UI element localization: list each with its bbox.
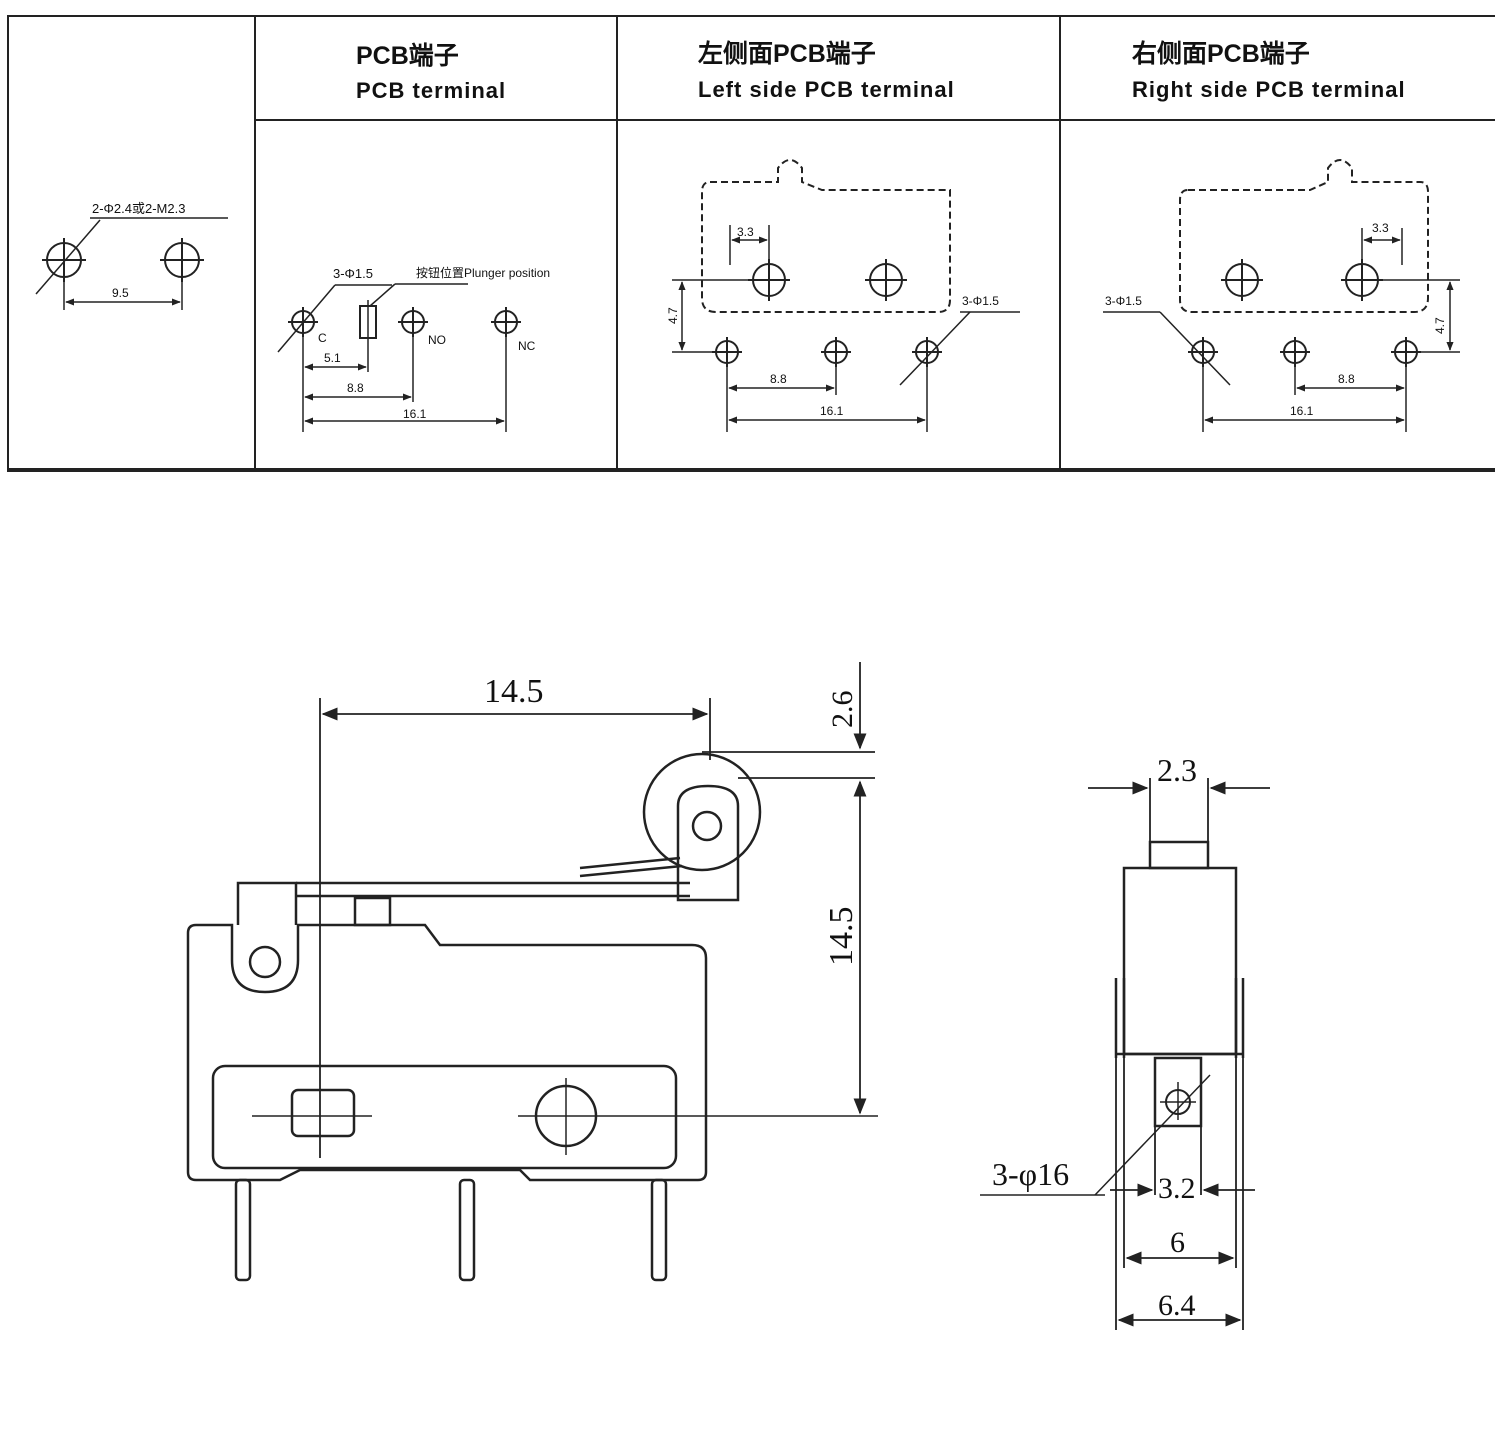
plunger-position-label: 按钮位置Plunger position	[416, 265, 550, 280]
header-pcb-en: PCB terminal	[356, 78, 506, 103]
pcb-dim-b: 8.8	[347, 381, 364, 395]
side-holes-label: 3-φ16	[992, 1156, 1069, 1192]
side-dim-b: 6	[1170, 1226, 1185, 1259]
pin-c-label: C	[318, 331, 327, 345]
mounting-holes-label: 2-Φ2.4或2-M2.3	[92, 201, 185, 216]
side-dim-top: 2.3	[1157, 752, 1197, 788]
left-dim-b: 16.1	[820, 404, 844, 418]
switch-side-view	[980, 778, 1270, 1330]
right-dim-height: 4.7	[1433, 317, 1447, 334]
left-holes-label: 3-Φ1.5	[962, 294, 999, 308]
pcb-dim-c: 16.1	[403, 407, 427, 421]
header-right-cn: 右侧面PCB端子	[1132, 39, 1310, 68]
right-holes-label: 3-Φ1.5	[1105, 294, 1142, 308]
side-dim-c: 6.4	[1158, 1289, 1196, 1322]
header-right-en: Right side PCB terminal	[1132, 77, 1406, 102]
pin-no-label: NO	[428, 333, 446, 347]
mounting-holes-drawing	[35, 217, 228, 310]
terminal-table: PCB端子 PCB terminal 左侧面PCB端子 Left side PC…	[7, 15, 1495, 472]
pin-nc-label: NC	[518, 339, 536, 353]
side-dim-a: 3.2	[1158, 1172, 1196, 1205]
left-side-pcb-drawing	[672, 159, 1020, 432]
header-pcb-cn: PCB端子	[356, 42, 459, 70]
pcb-holes-label: 3-Φ1.5	[333, 266, 373, 281]
right-dim-b: 16.1	[1290, 404, 1314, 418]
front-dim-width: 14.5	[484, 673, 544, 710]
right-side-pcb-drawing	[1103, 159, 1460, 432]
mounting-spacing-label: 9.5	[112, 286, 129, 300]
front-dim-height: 14.5	[823, 907, 860, 967]
right-dim-a: 8.8	[1338, 372, 1355, 386]
front-dim-roller: 2.6	[826, 691, 859, 729]
right-dim-top: 3.3	[1372, 221, 1389, 235]
left-dim-top: 3.3	[737, 225, 754, 239]
left-dim-height: 4.7	[666, 307, 680, 324]
left-dim-a: 8.8	[770, 372, 787, 386]
switch-front-view	[186, 662, 878, 1282]
pcb-terminal-drawing	[277, 283, 521, 432]
header-left-en: Left side PCB terminal	[698, 77, 955, 102]
header-left-cn: 左侧面PCB端子	[698, 39, 876, 68]
pcb-dim-a: 5.1	[324, 351, 341, 365]
